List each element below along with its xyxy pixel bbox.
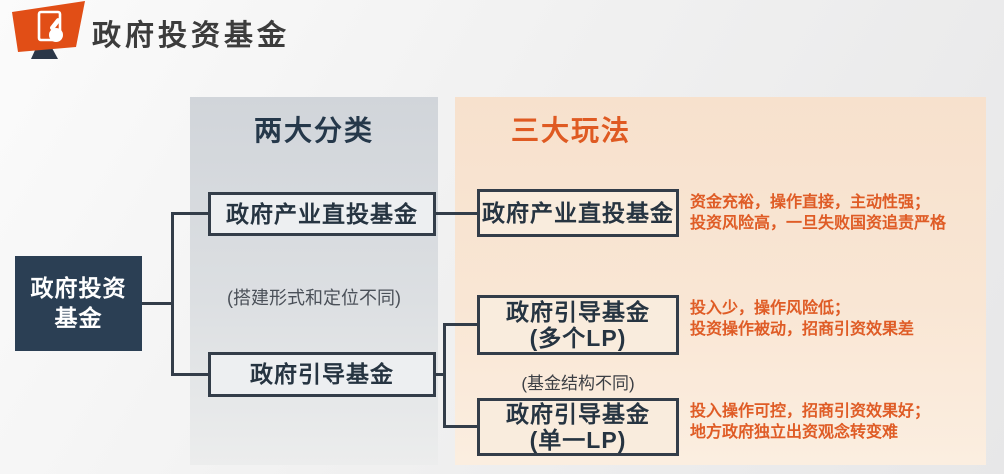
playstyles-column-title: 三大玩法 (511, 115, 632, 146)
node-label: 政府产业直投基金 (482, 199, 674, 226)
node-label: 政府产业直投基金 (226, 200, 418, 227)
connector-branch-to-multi-lp (446, 323, 477, 326)
node-playstyle-guidance-fund-single-lp: 政府引导基金 (单一LP) (477, 398, 679, 456)
annotation-line2: 投资风险高，一旦失败国资追责严格 (690, 215, 947, 232)
hand-cursor-glyph (49, 18, 63, 42)
connector-guidance-to-bracket (436, 373, 446, 376)
node-playstyle-guidance-fund-multi-lp: 政府引导基金 (多个LP) (477, 295, 679, 355)
classification-column-title: 两大分类 (253, 115, 374, 146)
node-label: 政府引导基金 (506, 298, 650, 325)
annotation-line1: 资金充裕，操作直接，主动性强； (690, 194, 931, 211)
annotation-single-lp: 投入操作可控，招商引资效果好； 地方政府独立出资观念转变难 (690, 401, 990, 443)
connector-bracket-right-vertical (443, 323, 446, 428)
annotation-line1: 投入操作可控，招商引资效果好； (690, 403, 931, 420)
connector-branch-to-guidance (174, 373, 208, 376)
root-node-label-line1: 政府投资 (30, 274, 127, 301)
connector-branch-to-direct (174, 212, 208, 215)
node-guidance-fund: 政府引导基金 (208, 352, 436, 397)
monitor-click-icon (12, 1, 85, 59)
node-label: 政府引导基金 (250, 361, 394, 388)
annotation-multi-lp: 投入少，操作风险低； 投资操作被动，招商引资效果差 (690, 298, 990, 340)
root-node-government-investment-fund: 政府投资 基金 (15, 256, 142, 351)
connector-bracket-left-vertical (171, 212, 174, 376)
classification-note: (搭建形式和定位不同) (227, 288, 401, 308)
playstyles-note: (基金结构不同) (521, 374, 635, 393)
node-direct-investment-fund: 政府产业直投基金 (208, 192, 436, 236)
annotation-direct-fund: 资金充裕，操作直接，主动性强； 投资风险高，一旦失败国资追责严格 (690, 192, 990, 234)
node-sublabel: (多个LP) (529, 325, 627, 351)
classification-column: 两大分类 (190, 97, 438, 465)
connector-root-to-bracket (142, 302, 172, 305)
connector-direct-to-playstyle (436, 212, 477, 215)
annotation-line2: 投资操作被动，招商引资效果差 (690, 321, 915, 338)
annotation-line1: 投入少，操作风险低； (690, 300, 851, 317)
annotation-line2: 地方政府独立出资观念转变难 (690, 424, 899, 441)
node-sublabel: (单一LP) (529, 427, 627, 453)
page-title: 政府投资基金 (92, 20, 291, 52)
node-playstyle-direct-investment-fund: 政府产业直投基金 (477, 189, 679, 237)
root-node-label-line2: 基金 (54, 304, 103, 331)
node-label: 政府引导基金 (506, 400, 650, 427)
connector-branch-to-single-lp (446, 425, 477, 428)
